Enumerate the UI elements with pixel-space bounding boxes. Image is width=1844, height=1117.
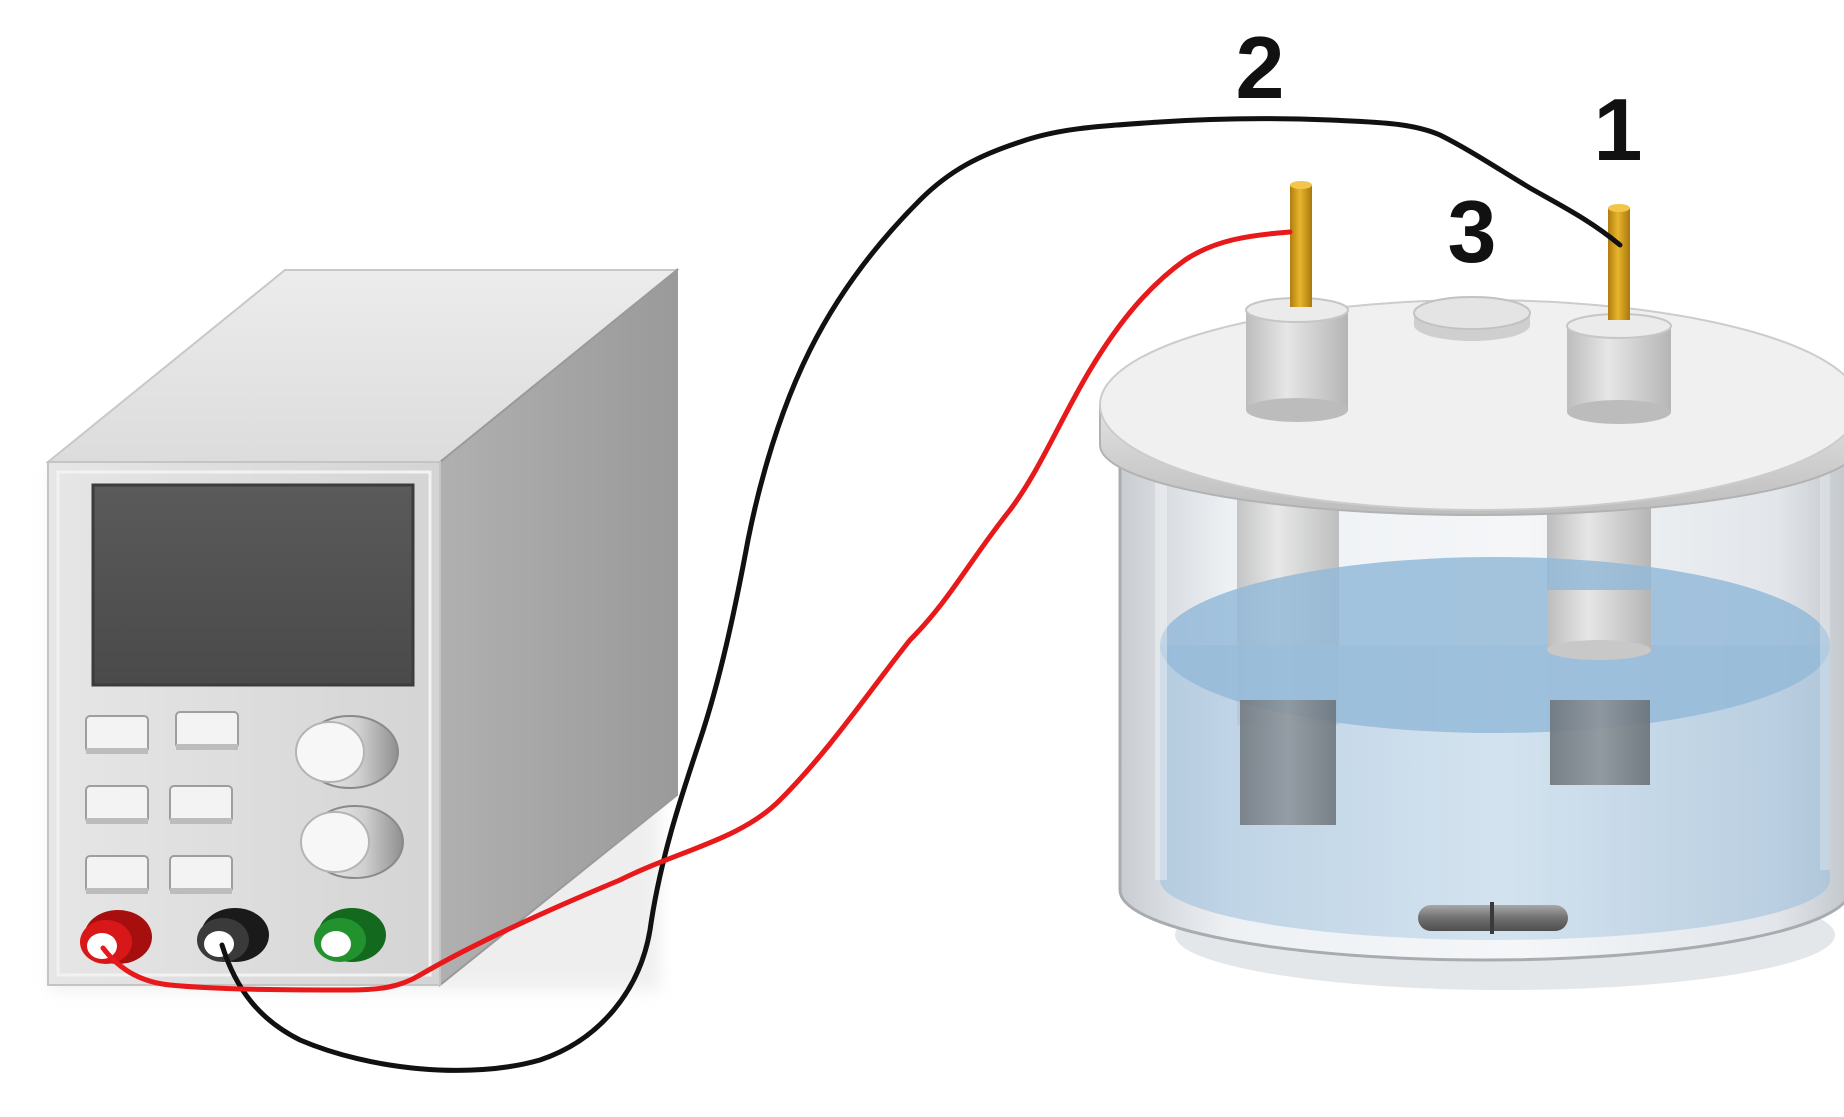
electrode-2-plate [1240, 700, 1336, 825]
panel-button-6[interactable] [169, 855, 233, 894]
electrode-1-sleeve [1566, 313, 1672, 424]
stir-bar [1418, 902, 1568, 934]
display-screen [91, 483, 415, 687]
electrode-1-rod[interactable] [1608, 204, 1630, 320]
button-grid [85, 711, 239, 894]
label-electrode-1: 1 [1594, 80, 1643, 179]
black-wire [219, 116, 1623, 1073]
electrode-2-sleeve [1245, 297, 1349, 422]
current-knob[interactable] [300, 805, 404, 879]
voltage-knob[interactable] [295, 715, 399, 789]
panel-button-1[interactable] [85, 715, 149, 754]
panel-button-3[interactable] [85, 785, 149, 824]
green-terminal[interactable] [314, 908, 386, 962]
port-3-cap [1413, 296, 1531, 341]
electrode-1-plate [1550, 700, 1650, 785]
panel-button-2[interactable] [175, 711, 239, 750]
electrode-2-rod[interactable] [1290, 181, 1312, 307]
black-terminal[interactable] [197, 908, 269, 962]
electrolytic-cell [1099, 181, 1844, 990]
red-wire [100, 229, 1293, 993]
label-electrode-2: 2 [1236, 18, 1285, 117]
power-supply [45, 267, 680, 990]
panel-button-4[interactable] [169, 785, 233, 824]
label-port-3: 3 [1448, 182, 1497, 281]
panel-button-5[interactable] [85, 855, 149, 894]
